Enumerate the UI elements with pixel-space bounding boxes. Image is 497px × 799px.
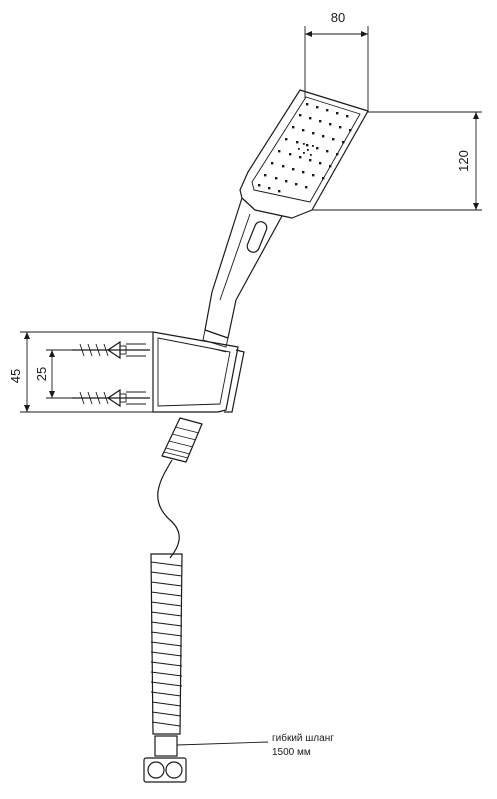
hose-upper-coil — [161, 417, 203, 463]
head-height-label: 120 — [456, 150, 471, 172]
hose-line — [157, 459, 180, 559]
wall-plug-upper — [72, 340, 150, 360]
holder-height-label: 45 — [8, 369, 23, 383]
nozzle-grid — [258, 103, 352, 193]
wall-holder — [152, 331, 245, 413]
hose-fitting — [143, 735, 187, 783]
callout-line2: 1500 мм — [272, 747, 311, 758]
callout-leader — [176, 741, 269, 746]
callout-line1: гибкий шланг — [272, 732, 334, 744]
wall-plug-lower — [72, 388, 150, 408]
dimension-head-height: 120 — [312, 111, 482, 211]
dimension-head-width: 80 — [304, 10, 369, 112]
hose-lower-coil — [150, 553, 183, 735]
dimension-screw-spacing: 25 — [34, 349, 72, 399]
screw-spacing-label: 25 — [34, 367, 49, 381]
head-width-label: 80 — [331, 10, 345, 25]
dimension-holder-height: 45 — [8, 331, 153, 413]
hand-shower — [202, 89, 369, 348]
